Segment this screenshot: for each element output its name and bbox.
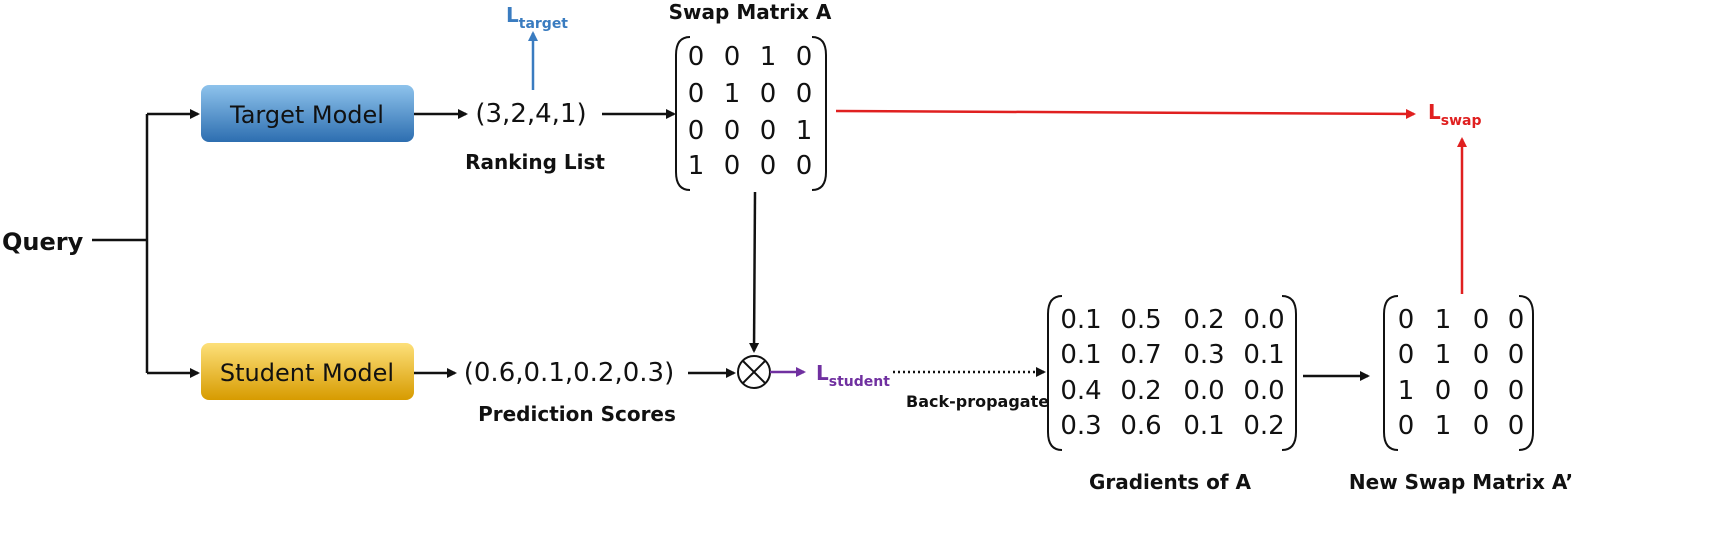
- matrix-cell: 1: [1435, 411, 1452, 441]
- matrix-cell: 0: [1435, 376, 1452, 406]
- matrix-cell: 0: [1398, 305, 1415, 335]
- arrow-to-loss-swap: [835, 108, 1416, 119]
- matrix-cell: 0.1: [1183, 411, 1224, 441]
- matrix-cell: 0.1: [1060, 340, 1101, 370]
- swap-matrix-title: Swap Matrix A: [669, 0, 832, 24]
- matrix-cell: 0: [1398, 340, 1415, 370]
- swap-matrix-left-bracket: [675, 36, 691, 191]
- matrix-cell: 0.1: [1060, 305, 1101, 335]
- matrix-cell: 0.3: [1183, 340, 1224, 370]
- target-model-box: Target Model: [201, 85, 414, 142]
- loss-target-sub: target: [519, 16, 569, 32]
- matrix-cell: 0: [724, 151, 741, 181]
- matrix-cell: 0.5: [1120, 305, 1161, 335]
- matrix-cell: 0: [1508, 305, 1525, 335]
- loss-swap-label: Lswap: [1428, 100, 1482, 129]
- matrix-cell: 0: [724, 42, 741, 72]
- matrix-cell: 0: [796, 79, 813, 109]
- student-model-rect: [201, 343, 414, 400]
- matrix-cell: 0.2: [1243, 411, 1284, 441]
- matrix-cell: 0.7: [1120, 340, 1161, 370]
- matrix-cell: 0: [1473, 411, 1490, 441]
- matrix-cell: 0.6: [1120, 411, 1161, 441]
- matrix-cell: 0: [1508, 340, 1525, 370]
- matrix-cell: 0: [1473, 340, 1490, 370]
- matrix-cell: 0: [796, 42, 813, 72]
- matrix-cell: 0: [1473, 305, 1490, 335]
- matrix-cell: 1: [796, 116, 813, 146]
- query-label: Query: [2, 228, 84, 256]
- matrix-cell: 0: [796, 151, 813, 181]
- matrix-cell: 0.3: [1060, 411, 1101, 441]
- matrix-cell: 0: [688, 42, 705, 72]
- loss-target-label: Ltarget: [506, 3, 568, 32]
- ranking-list-caption: Ranking List: [465, 150, 605, 174]
- matrix-cell: 0.0: [1183, 376, 1224, 406]
- matrix-cell: 0: [1508, 411, 1525, 441]
- matrix-cell: 0.2: [1120, 376, 1161, 406]
- matrix-cell: 0.0: [1243, 305, 1284, 335]
- matrix-cell: 0: [760, 151, 777, 181]
- matrix-cell: 1: [1435, 340, 1452, 370]
- gradients-right-bracket: [1281, 295, 1297, 451]
- student-model-box: Student Model: [201, 343, 414, 400]
- target-model-rect: [201, 85, 414, 142]
- new-swap-right-bracket: [1518, 295, 1534, 451]
- matrix-cell: 0.4: [1060, 376, 1101, 406]
- matrix-cell: 0: [724, 116, 741, 146]
- loss-swap-sub: swap: [1441, 113, 1482, 129]
- arrow-down-to-multiply: [749, 191, 760, 353]
- loss-student-sub: student: [829, 374, 890, 390]
- matrix-cell: 0: [688, 79, 705, 109]
- loss-student-main: L: [816, 361, 829, 385]
- matrix-cell: 0: [1398, 411, 1415, 441]
- matrix-cell: 1: [724, 79, 741, 109]
- matrix-cell: 1: [1435, 305, 1452, 335]
- new-swap-left-bracket: [1383, 295, 1399, 451]
- gradients-matrix: 0.1 0.5 0.2 0.0 0.1 0.7 0.3 0.1 0.4 0.2 0.0 0.0 0.3 0…: [1047, 295, 1297, 451]
- matrix-cell: 0: [760, 116, 777, 146]
- matrix-cell: 0: [1508, 376, 1525, 406]
- matrix-cell: 1: [1398, 376, 1415, 406]
- loss-target-main: L: [506, 3, 519, 27]
- matrix-cell: 0: [688, 116, 705, 146]
- loss-swap-main: L: [1428, 100, 1441, 124]
- matrix-cell: 0.2: [1183, 305, 1224, 335]
- ranking-list-value: (3,2,4,1): [475, 99, 586, 129]
- matrix-cell: 1: [688, 151, 705, 181]
- backprop-label: Back-propagate: [906, 392, 1049, 411]
- multiply-operator-icon: [737, 355, 771, 389]
- swap-matrix-right-bracket: [811, 36, 827, 191]
- matrix-cell: 0.0: [1243, 376, 1284, 406]
- target-model-label: Target Model: [229, 101, 384, 129]
- prediction-scores-caption: Prediction Scores: [478, 402, 676, 426]
- student-model-label: Student Model: [220, 359, 394, 387]
- loss-student-label: Lstudent: [816, 361, 890, 390]
- new-swap-matrix-title: New Swap Matrix A’: [1349, 470, 1573, 494]
- gradients-left-bracket: [1047, 295, 1063, 451]
- matrix-cell: 0: [1473, 376, 1490, 406]
- gradients-title: Gradients of A: [1089, 470, 1252, 494]
- matrix-cell: 0: [760, 79, 777, 109]
- matrix-cell: 0.1: [1243, 340, 1284, 370]
- matrix-cell: 1: [760, 42, 777, 72]
- prediction-scores-value: (0.6,0.1,0.2,0.3): [464, 358, 674, 388]
